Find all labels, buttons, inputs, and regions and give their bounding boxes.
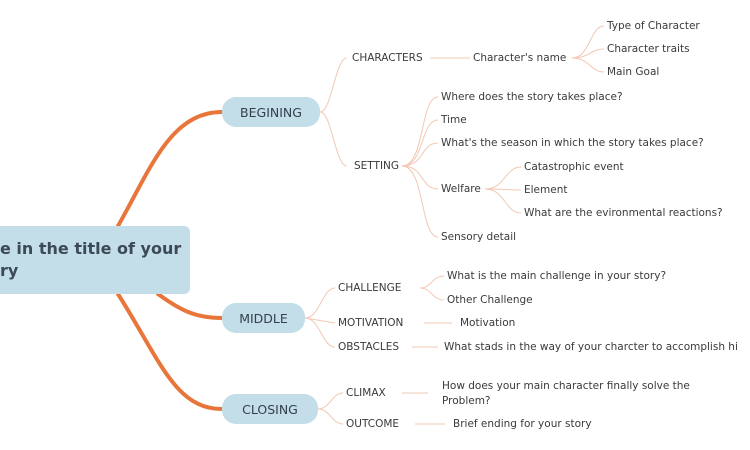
node-main-challenge[interactable]: What is the main challenge in your story… (447, 270, 667, 282)
node-characters-name[interactable]: Character's name (473, 52, 567, 64)
node-climax-child-line1[interactable]: How does your main character finally sol… (442, 380, 690, 392)
node-welfare-element[interactable]: Element (524, 184, 568, 196)
node-closing[interactable]: CLOSING (222, 394, 318, 424)
node-setting-place[interactable]: Where does the story takes place? (441, 91, 623, 103)
node-obstacles-child[interactable]: What stads in the way of your charcter t… (444, 341, 738, 353)
node-setting-time[interactable]: Time (441, 114, 467, 126)
root-topic-line1: e in the title of your (0, 239, 182, 258)
node-outcome-child[interactable]: Brief ending for your story (453, 418, 592, 430)
root-topic[interactable]: e in the title of your ry (0, 226, 190, 294)
node-main-goal[interactable]: Main Goal (607, 66, 660, 78)
node-obstacles[interactable]: OBSTACLES (338, 341, 400, 353)
node-middle[interactable]: MIDDLE (222, 303, 305, 333)
node-type-of-character[interactable]: Type of Character (607, 20, 700, 32)
node-outcome[interactable]: OUTCOME (346, 418, 400, 430)
node-characters[interactable]: CHARACTERS (352, 52, 423, 64)
node-setting-sensory[interactable]: Sensory detail (441, 231, 517, 243)
root-topic-line2: ry (0, 261, 19, 280)
node-begining[interactable]: BEGINING (222, 97, 320, 127)
node-welfare-catastrophic[interactable]: Catastrophic event (524, 161, 624, 173)
node-welfare-reactions[interactable]: What are the evironmental reactions? (524, 207, 723, 219)
node-setting-welfare[interactable]: Welfare (441, 183, 481, 195)
node-setting[interactable]: SETTING (354, 160, 400, 172)
node-climax[interactable]: CLIMAX (346, 387, 386, 399)
node-challenge[interactable]: CHALLENGE (338, 282, 402, 294)
node-other-challenge[interactable]: Other Challenge (447, 294, 533, 306)
node-character-traits[interactable]: Character traits (607, 43, 690, 55)
node-motivation-child[interactable]: Motivation (460, 317, 516, 329)
node-climax-child-line2[interactable]: Problem? (442, 395, 491, 407)
node-motivation[interactable]: MOTIVATION (338, 317, 404, 329)
node-setting-season[interactable]: What's the season in which the story tak… (441, 137, 704, 149)
